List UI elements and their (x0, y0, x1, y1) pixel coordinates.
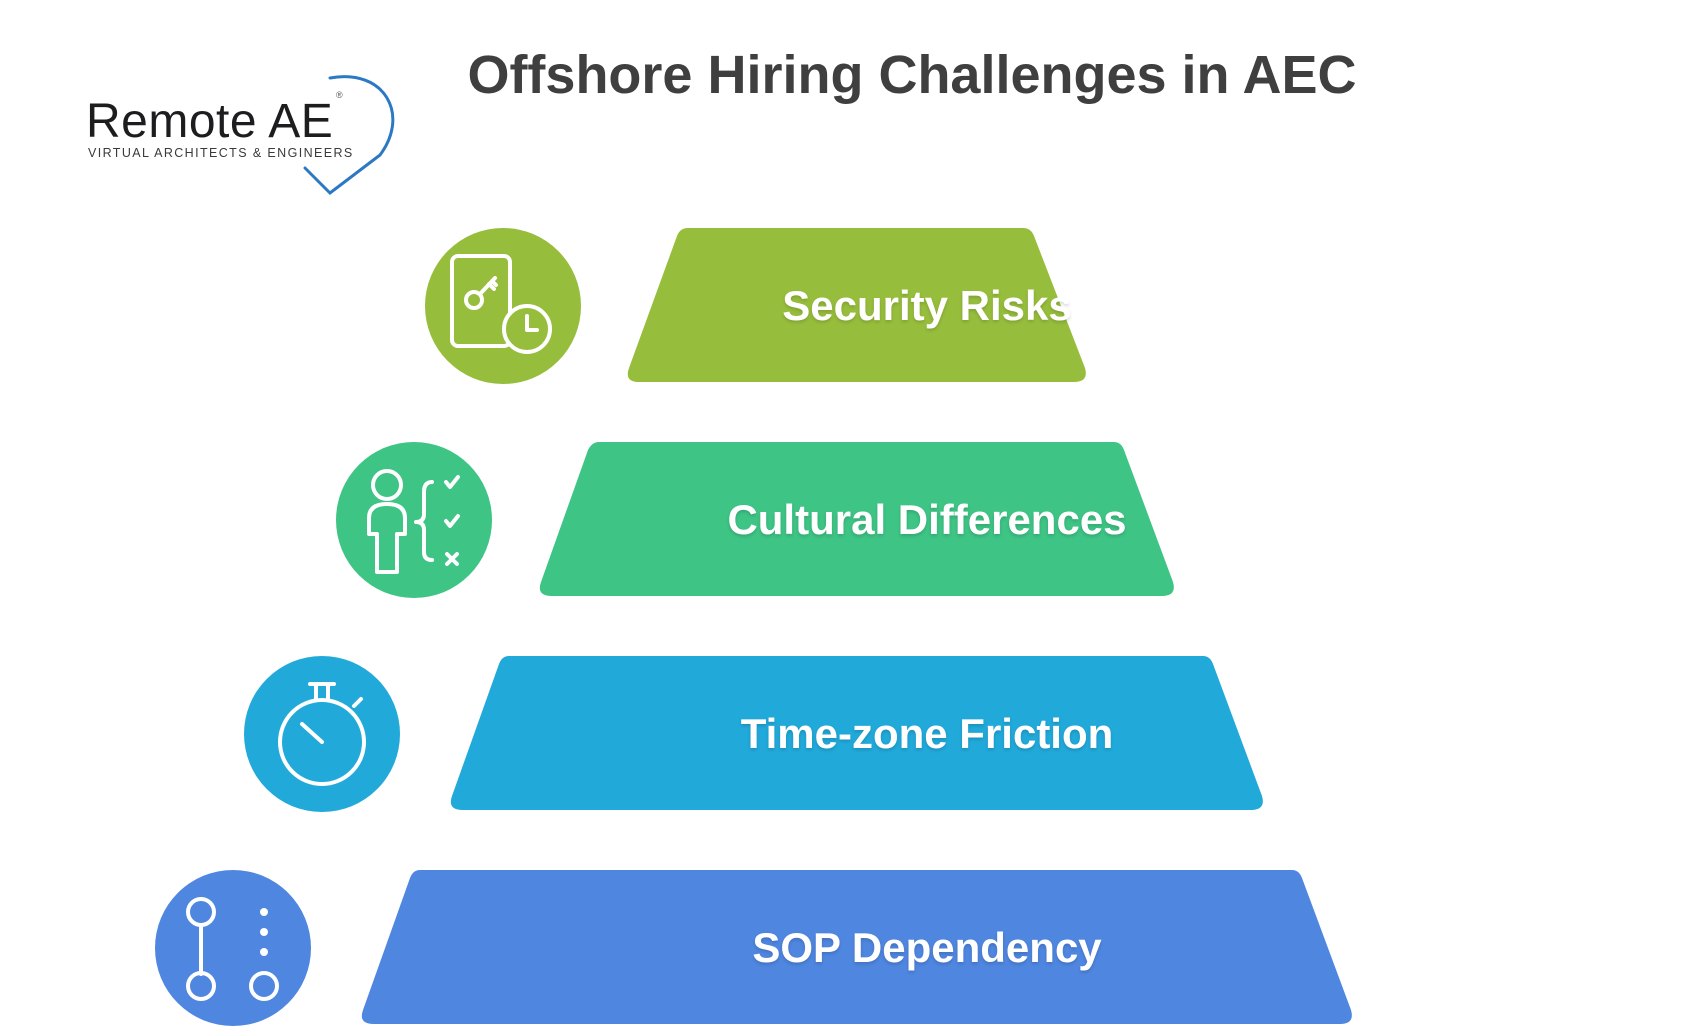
stopwatch-icon (244, 656, 400, 812)
level-label: Cultural Differences (727, 496, 1127, 543)
phone-key-clock-icon (425, 228, 581, 384)
pyramid-level-time-zone-friction: Time-zone Friction (0, 656, 1704, 816)
registered-mark: ® (336, 90, 343, 100)
pyramid-level-security-risks: Security Risks (0, 228, 1704, 388)
trapezoid-shape (539, 442, 1174, 596)
level-label: SOP Dependency (752, 924, 1102, 971)
icon-circle-time-zone (244, 656, 400, 812)
pyramid-level-cultural-differences: Cultural Differences (0, 442, 1704, 602)
trapezoid-shape (361, 870, 1352, 1024)
icon-circle-cultural (336, 442, 492, 598)
logo-name: Remote AE (86, 95, 334, 148)
remote-ae-logo: Remote AE VIRTUAL ARCHITECTS & ENGINEERS… (80, 60, 400, 200)
logo-tagline: VIRTUAL ARCHITECTS & ENGINEERS (88, 146, 354, 160)
trapezoid-shape (627, 228, 1086, 382)
icon-circle-sop (155, 870, 311, 1026)
trapezoid-shape (450, 656, 1263, 810)
page-title: Offshore Hiring Challenges in AEC (467, 45, 1357, 105)
process-flow-icon (155, 870, 311, 1026)
level-label: Security Risks (782, 282, 1072, 329)
icon-circle-security (425, 228, 581, 384)
person-checklist-icon (336, 442, 492, 598)
level-label: Time-zone Friction (740, 710, 1114, 757)
pyramid-level-sop-dependency: SOP Dependency (0, 870, 1704, 1030)
location-pin-icon (303, 75, 395, 195)
